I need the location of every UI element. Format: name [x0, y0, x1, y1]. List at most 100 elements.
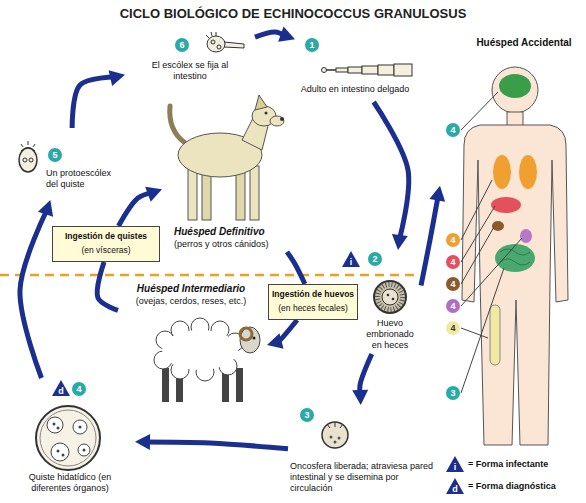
scolex-sucker [217, 45, 221, 49]
callout-number: 4 [446, 233, 460, 247]
cycle-arrow [267, 320, 297, 349]
stage-caption: Quiste hidatídico (en diferentes órganos… [20, 472, 120, 494]
cycle-arrow [287, 252, 305, 284]
brood-capsule [73, 420, 87, 434]
sheep-leg [236, 368, 243, 402]
host-examples: (ovejas, cerdos, reses, etc.) [118, 296, 264, 307]
arrow-line [20, 209, 47, 378]
egg-shell [374, 281, 406, 313]
stage-number: 5 [48, 148, 62, 162]
worm-neck [326, 69, 336, 71]
liver-organ [491, 197, 521, 213]
cycle-arrow [72, 70, 125, 128]
brain-organ [499, 74, 531, 98]
oncosphere-body [322, 422, 348, 448]
cycle-arrow [20, 200, 53, 378]
dog-eye [265, 112, 268, 115]
cycle-arrow [118, 187, 162, 226]
brood-capsule [47, 417, 63, 433]
stage-box: 5 Un protoescólex del quiste [8, 128, 123, 200]
sheep-body [162, 330, 238, 370]
lung-organ [493, 155, 511, 189]
kidney-organ [492, 221, 504, 231]
egg-dot [392, 298, 395, 301]
ingestion-title: Ingestión de quistes [55, 231, 157, 242]
form-marker: d [52, 380, 70, 396]
human-drawing [461, 67, 568, 445]
callout-number: 4 [446, 123, 460, 137]
form-letter: i [446, 462, 464, 472]
callout-number: 4 [446, 321, 460, 335]
worm-segment [362, 66, 378, 74]
sheep-leg [162, 368, 169, 402]
triangle-shape [446, 456, 464, 472]
leader-line [461, 268, 504, 393]
legend-text: = Forma diagnóstica [468, 480, 556, 492]
adult-worm-drawing [322, 64, 413, 76]
form-marker: i [446, 456, 464, 472]
form-marker: i [342, 251, 360, 267]
protoscolex-drawing [19, 141, 37, 172]
protoscolex-dot [53, 423, 56, 426]
cycle-arrow [374, 102, 409, 250]
arrow-line [145, 442, 288, 449]
cycle-arrow [255, 27, 295, 42]
arrow-line [72, 77, 115, 128]
host-box: Huésped Definitivo(perros y otros cánido… [162, 92, 287, 253]
bone-organ [490, 305, 500, 365]
dog-drawing [170, 95, 284, 220]
stage-number: 1 [305, 38, 319, 52]
host-divider [0, 274, 420, 277]
cycle-arrow [352, 354, 372, 405]
cycle-arrow [421, 186, 445, 286]
arrow-line [118, 193, 152, 226]
cycle-arrow [135, 434, 288, 450]
host-name: Huésped Definitivo [174, 226, 284, 238]
leader-line [461, 180, 492, 240]
ingestion-box: Ingestión de quistes(en vísceras) [52, 226, 160, 262]
diagram-title: CICLO BIOLÓGICO DE ECHINOCOCCUS GRANULOS… [0, 6, 586, 22]
sheep-eye [253, 337, 256, 340]
protoscolex-body [19, 148, 37, 172]
oncosphere-hooks [327, 422, 343, 428]
ingestion-detail: (en heces fecales) [271, 303, 355, 314]
worm-segment [348, 67, 362, 73]
stage-box: 3Oncosfera liberada; atraviesa pared int… [288, 405, 437, 500]
host-figure-box: Huésped Accidental [440, 35, 583, 448]
callout-number: 4 [446, 299, 460, 313]
egg-embryo [382, 289, 398, 305]
worm-segment [336, 68, 348, 72]
form-letter: i [342, 257, 360, 267]
protoscolex-crown [21, 148, 35, 152]
callout-number: 3 [446, 386, 460, 400]
dog-leg [236, 168, 245, 220]
arrow-head [135, 434, 150, 450]
human-body [462, 125, 568, 445]
stage-box: 6El escólex se fija al intestino [125, 30, 255, 90]
human-head [492, 67, 538, 113]
egg-dot [387, 294, 390, 297]
arrow-head [278, 27, 295, 42]
stage-number: 3 [300, 408, 314, 422]
arrow-line [360, 354, 372, 395]
scolex-drawing [206, 32, 244, 52]
protoscolex-dot [79, 426, 82, 429]
stage-box: 4Quiste hidatídico (en diferentes órgano… [5, 378, 135, 500]
sheep-horn [240, 328, 252, 340]
form-letter: d [52, 386, 70, 396]
arrow-head [267, 333, 284, 348]
ingestion-title: Ingestión de huevos [271, 289, 355, 300]
leader-line [461, 92, 498, 130]
arrow-line [421, 195, 438, 285]
arrow-line [374, 102, 409, 240]
triangle-shape [446, 478, 464, 494]
cyst-wall [36, 406, 100, 470]
protoscolex-sucker [29, 158, 33, 162]
dog-ear [255, 95, 267, 110]
oncosphere-dot [330, 436, 333, 439]
arrow-head [392, 234, 408, 250]
egg-striations [378, 285, 403, 310]
stage-caption: Un protoescólex del quiste [46, 168, 120, 190]
triangle-shape [52, 380, 70, 396]
